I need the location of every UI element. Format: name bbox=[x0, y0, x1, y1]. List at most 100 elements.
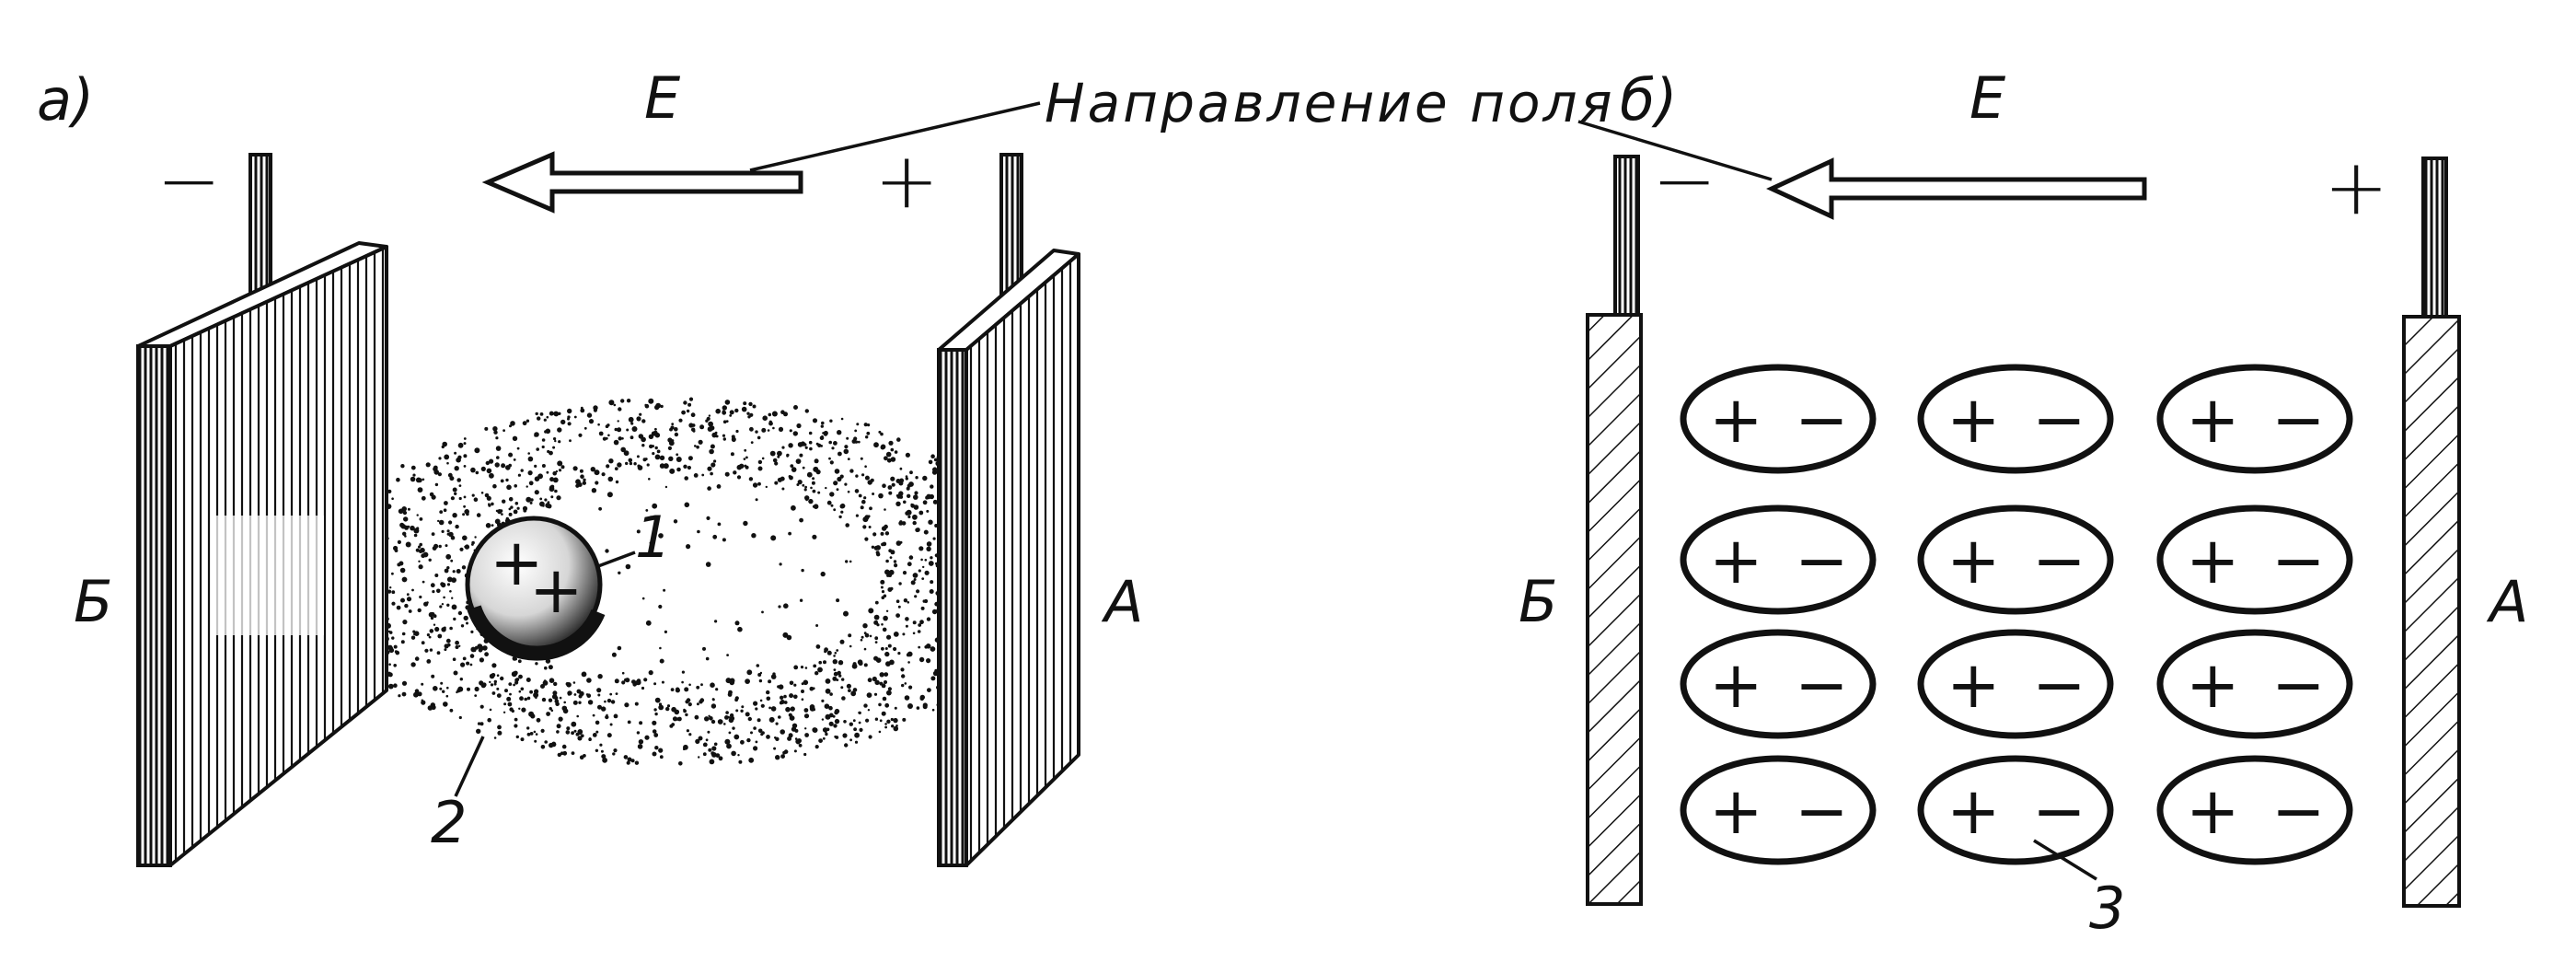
cloud-dot bbox=[475, 470, 479, 475]
cloud-dot bbox=[648, 478, 651, 481]
cloud-dot bbox=[402, 531, 407, 536]
cloud-dot bbox=[441, 529, 445, 534]
cloud-dot bbox=[659, 455, 665, 460]
cloud-dot bbox=[534, 739, 537, 743]
cloud-dot bbox=[918, 656, 925, 663]
cloud-dot bbox=[495, 446, 502, 451]
cloud-dot bbox=[834, 708, 840, 714]
cloud-dot bbox=[913, 578, 917, 581]
cloud-dot bbox=[502, 429, 505, 432]
cloud-dot bbox=[887, 644, 892, 648]
cloud-dot bbox=[849, 469, 854, 473]
cloud-dot bbox=[630, 435, 634, 440]
cloud-dot bbox=[620, 446, 626, 453]
cloud-dot bbox=[406, 593, 410, 597]
panel-a: а) E − + Б А + + bbox=[37, 64, 1143, 867]
cloud-dot bbox=[694, 714, 699, 720]
dipole-molecule: +− bbox=[2156, 755, 2353, 865]
cloud-dot bbox=[724, 738, 731, 745]
cloud-dot bbox=[803, 443, 807, 446]
cloud-dot bbox=[907, 601, 910, 604]
cloud-dot bbox=[529, 690, 533, 694]
cloud-dot bbox=[780, 476, 785, 481]
cloud-dot bbox=[828, 705, 833, 711]
cloud-dot bbox=[505, 516, 509, 521]
cloud-dot bbox=[652, 452, 655, 456]
cloud-dot bbox=[823, 660, 826, 665]
cloud-dot bbox=[869, 634, 872, 638]
cloud-dot bbox=[872, 532, 877, 537]
cloud-dot bbox=[446, 529, 450, 533]
cloud-dot bbox=[825, 732, 828, 736]
cloud-dot bbox=[863, 703, 868, 708]
cloud-dot bbox=[853, 727, 857, 732]
cloud-dot bbox=[597, 674, 603, 679]
cloud-dot bbox=[598, 506, 602, 511]
cloud-dot bbox=[875, 545, 881, 551]
cloud-dot bbox=[893, 632, 899, 637]
cloud-dot bbox=[817, 667, 823, 673]
cloud-dot bbox=[815, 624, 819, 627]
cloud-dot bbox=[423, 601, 429, 607]
cloud-dot bbox=[508, 682, 513, 686]
cloud-dot bbox=[393, 664, 398, 667]
cloud-dot bbox=[439, 605, 443, 609]
cloud-dot bbox=[918, 546, 924, 551]
cloud-dot bbox=[897, 605, 901, 609]
cloud-dot bbox=[705, 419, 709, 423]
cloud-dot bbox=[858, 711, 861, 715]
cloud-dot bbox=[878, 430, 882, 434]
cloud-dot bbox=[581, 734, 584, 737]
cloud-dot bbox=[907, 562, 912, 567]
cloud-dot bbox=[854, 740, 859, 744]
cloud-dot bbox=[932, 537, 936, 540]
cloud-dot bbox=[526, 419, 530, 423]
cloud-dot bbox=[446, 576, 453, 583]
cloud-dot bbox=[596, 688, 602, 693]
cloud-dot bbox=[595, 481, 599, 485]
cloud-dot bbox=[452, 487, 457, 493]
cloud-dot bbox=[529, 732, 534, 736]
cloud-dot bbox=[444, 644, 449, 649]
cloud-dot bbox=[659, 755, 664, 759]
cloud-dot bbox=[890, 457, 896, 462]
cloud-dot bbox=[926, 509, 930, 513]
cloud-dot bbox=[867, 678, 872, 683]
cloud-dot bbox=[920, 606, 925, 610]
dipole-minus-sign: − bbox=[2032, 382, 2086, 458]
cloud-dot bbox=[526, 696, 531, 701]
cloud-dot bbox=[908, 555, 914, 560]
panel-b-minus-sign: − bbox=[1652, 135, 1716, 226]
cloud-dot bbox=[786, 454, 789, 458]
cloud-dot bbox=[401, 680, 408, 686]
cloud-dot bbox=[593, 405, 598, 411]
cloud-dot bbox=[474, 447, 480, 454]
cloud-dot bbox=[838, 674, 842, 678]
cloud-dot bbox=[404, 525, 410, 530]
cloud-dot bbox=[856, 423, 860, 426]
cloud-dot bbox=[789, 693, 794, 699]
cloud-dot bbox=[419, 517, 423, 521]
cloud-dot bbox=[722, 420, 727, 424]
cloud-dot bbox=[547, 504, 552, 509]
cloud-dot bbox=[698, 736, 703, 741]
cloud-dot bbox=[663, 588, 666, 592]
cloud-dot bbox=[930, 646, 936, 652]
cloud-dot bbox=[630, 759, 635, 763]
cloud-dot bbox=[605, 549, 609, 553]
cloud-dot bbox=[925, 644, 931, 649]
cloud-dot bbox=[901, 674, 906, 678]
cloud-dot bbox=[743, 401, 747, 406]
cloud-dot bbox=[606, 492, 613, 498]
cloud-dot bbox=[480, 466, 486, 471]
cloud-dot bbox=[479, 657, 485, 663]
cloud-dot bbox=[665, 706, 670, 712]
cloud-dot bbox=[496, 687, 500, 690]
cloud-dot bbox=[812, 477, 815, 481]
cloud-dot bbox=[598, 431, 604, 436]
cloud-dot bbox=[855, 514, 860, 517]
cloud-dot bbox=[885, 451, 892, 458]
cloud-dot bbox=[552, 690, 558, 696]
cloud-dot bbox=[803, 708, 809, 713]
